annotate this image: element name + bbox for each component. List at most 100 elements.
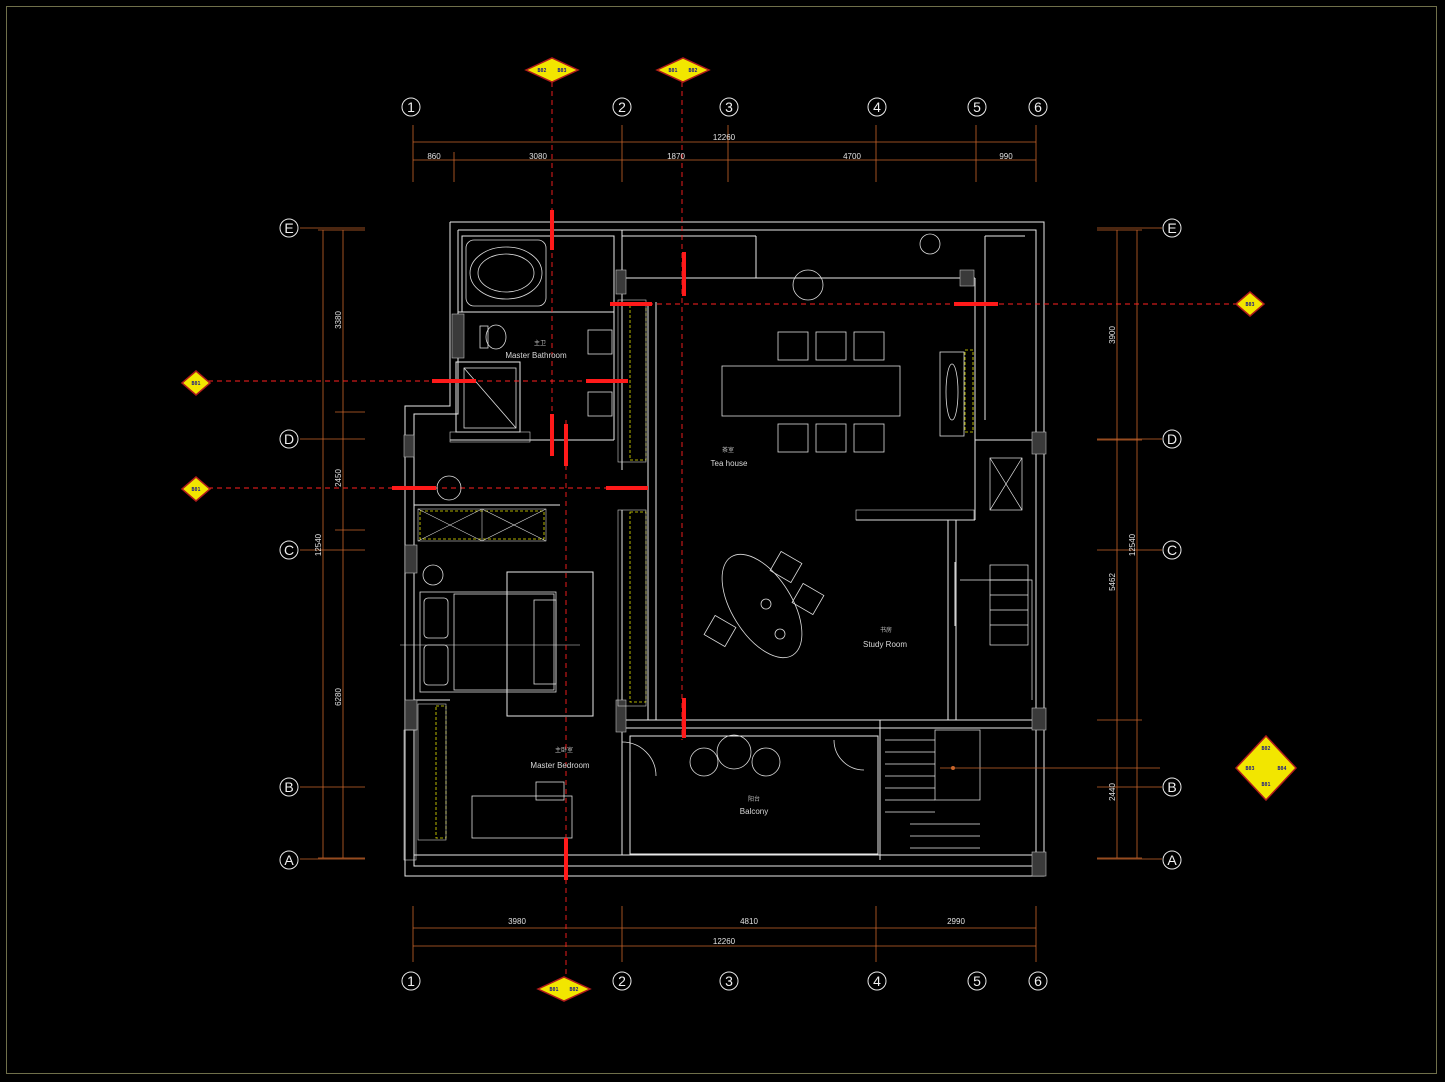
dim-left-2: 2450 [334,469,343,487]
svg-text:2: 2 [618,99,626,115]
furniture [400,233,965,839]
room-master-bedroom: Master Bedroom [530,761,589,770]
svg-text:B02: B02 [688,68,697,74]
room-cn-tea-house: 茶室 [722,446,734,454]
section-tag-top-left: B02 B03 [524,57,580,83]
svg-text:E: E [284,220,293,236]
svg-text:B04: B04 [1277,766,1286,772]
dim-bottom-3: 2990 [947,917,965,926]
section-tag-right-upper: B03 [1234,291,1266,317]
svg-text:5: 5 [973,99,981,115]
axis-bottom-5: 5 [967,971,987,991]
room-master-bathroom: Master Bathroom [505,351,567,360]
svg-text:3: 3 [725,99,733,115]
drawing-frame [6,6,1437,1074]
svg-text:B01: B01 [191,487,200,493]
axis-top-1: 1 [401,97,421,117]
axis-top-3: 3 [719,97,739,117]
dim-left-total: 12540 [314,533,323,556]
section-tag-left-upper: B01 [180,370,212,396]
axis-top-5: 5 [967,97,987,117]
svg-text:4: 4 [873,99,881,115]
axis-bottom-6: 6 [1028,971,1048,991]
axis-bubbles-top: 1 2 3 4 5 6 [401,97,1048,117]
axis-top-2: 2 [612,97,632,117]
svg-text:B02: B02 [569,987,578,993]
axis-right-C: C [1162,540,1182,560]
dim-left-1: 3380 [334,311,343,329]
axis-bottom-2: 2 [612,971,632,991]
dim-top-4: 4700 [843,152,861,161]
cabinets [403,299,975,861]
room-tea-house: Tea house [711,459,748,468]
axis-right-D: D [1162,429,1182,449]
section-tag-bottom: B01 B02 [536,976,592,1002]
axis-left-B: B [279,777,299,797]
svg-text:C: C [1167,542,1177,558]
svg-text:A: A [284,852,294,868]
dim-right-3: 2440 [1108,783,1117,801]
axis-bubbles-bottom: 1 2 3 4 5 6 [401,971,1048,991]
axis-left-D: D [279,429,299,449]
svg-text:B02: B02 [1261,746,1270,752]
svg-text:A: A [1167,852,1177,868]
svg-text:3: 3 [725,973,733,989]
room-study-room: Study Room [863,640,907,649]
room-labels: 主卫 Master Bathroom 茶室 Tea house 书房 Study… [505,339,907,816]
svg-text:1: 1 [407,99,415,115]
room-cn-balcony: 阳台 [748,795,760,803]
svg-text:D: D [284,431,294,447]
axis-left-C: C [279,540,299,560]
svg-text:5: 5 [973,973,981,989]
dim-top-1: 860 [427,152,441,161]
room-cn-master-bathroom: 主卫 [534,339,546,347]
axis-right-A: A [1162,850,1182,870]
dim-bottom-total: 12260 [713,937,736,946]
section-cut-marks [392,210,998,880]
svg-text:6: 6 [1034,973,1042,989]
axis-right-E: E [1162,218,1182,238]
axis-top-4: 4 [867,97,887,117]
dim-top-2: 3080 [529,152,547,161]
svg-text:B01: B01 [1261,782,1270,788]
axis-left-E: E [279,218,299,238]
svg-text:1: 1 [407,973,415,989]
svg-text:B01: B01 [549,987,558,993]
axis-left-A: A [279,850,299,870]
svg-text:2: 2 [618,973,626,989]
svg-text:E: E [1167,220,1176,236]
dim-bottom-2: 4810 [740,917,758,926]
section-tag-left-lower: B01 [180,476,212,502]
dim-left-3: 6280 [334,688,343,706]
axis-bottom-3: 3 [719,971,739,991]
svg-text:B03: B03 [1245,766,1254,772]
room-cn-study-room: 书房 [880,626,892,634]
svg-text:B01: B01 [668,68,677,74]
section-tag-top-mid: B01 B02 [655,57,711,83]
axis-right-B: B [1162,777,1182,797]
svg-text:B01: B01 [191,381,200,387]
axis-top-6: 6 [1028,97,1048,117]
dimension-lines [300,125,1162,962]
svg-text:6: 6 [1034,99,1042,115]
svg-text:B02: B02 [537,68,546,74]
cabinet-highlights [419,303,974,839]
svg-text:B03: B03 [1245,302,1254,308]
room-balcony: Balcony [740,807,768,816]
walls [404,221,1045,877]
axis-bottom-4: 4 [867,971,887,991]
axis-bottom-1: 1 [401,971,421,991]
svg-text:4: 4 [873,973,881,989]
section-lines [208,82,1240,975]
dim-right-1: 3900 [1108,326,1117,344]
svg-text:B: B [1167,779,1176,795]
svg-text:B03: B03 [557,68,566,74]
dim-top-total: 12260 [713,133,736,142]
columns [403,269,1047,877]
svg-text:B: B [284,779,293,795]
dim-bottom-1: 3980 [508,917,526,926]
svg-text:C: C [284,542,294,558]
